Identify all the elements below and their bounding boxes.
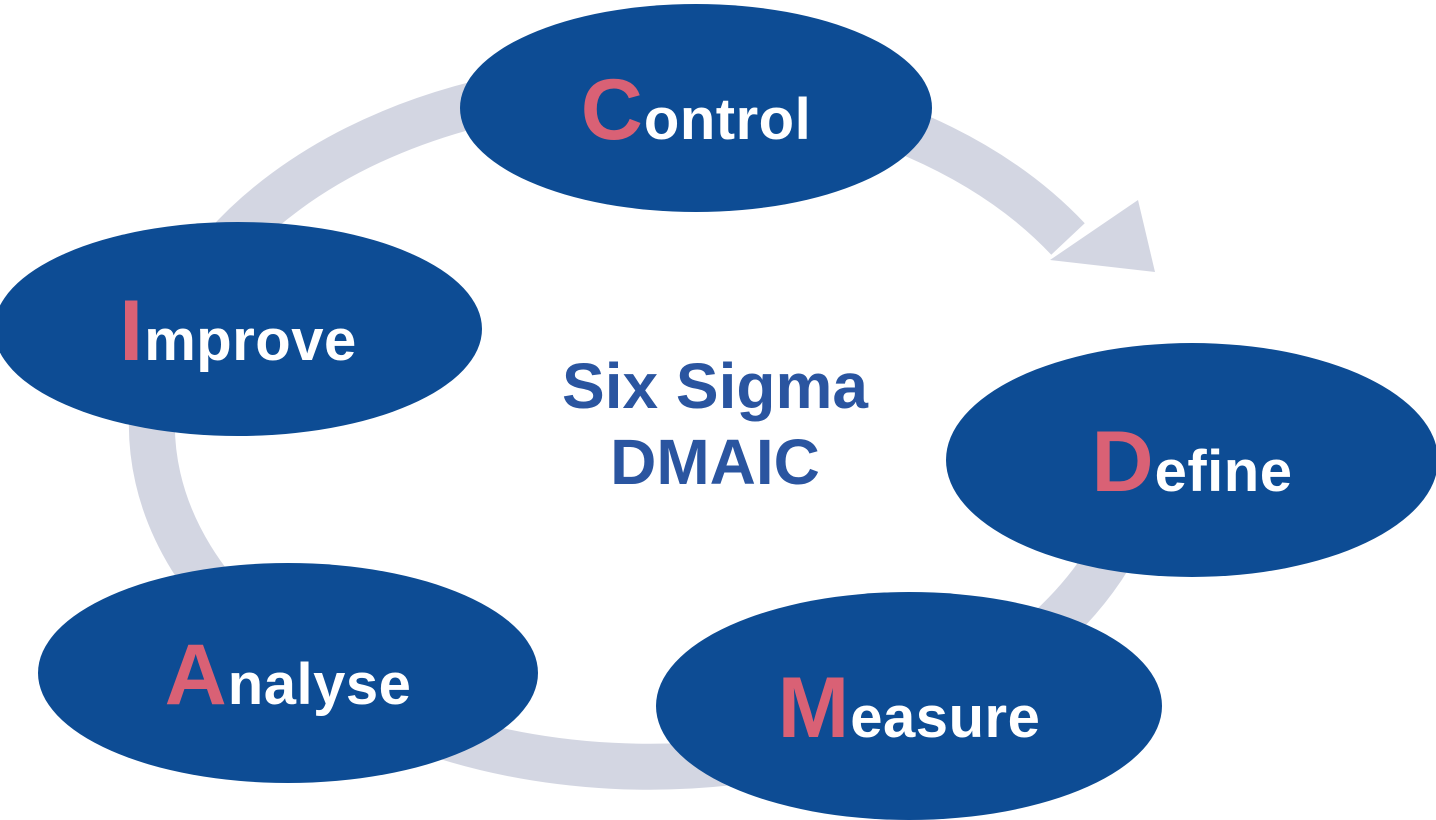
stage-initial-analyse: A xyxy=(164,627,228,723)
stage-ellipse-measure: Measure xyxy=(656,592,1162,820)
cycle-arrowhead-icon xyxy=(1050,200,1155,272)
stage-rest-control: ontrol xyxy=(643,87,812,152)
diagram-title: Six Sigma DMAIC xyxy=(470,348,960,500)
stage-label-improve: Improve xyxy=(119,288,356,374)
diagram-title-line2: DMAIC xyxy=(610,426,820,498)
stage-ellipse-define: Define xyxy=(946,343,1436,577)
diagram-title-line1: Six Sigma xyxy=(562,350,868,422)
stage-initial-measure: M xyxy=(777,660,851,756)
stage-label-measure: Measure xyxy=(778,665,1041,751)
stage-initial-define: D xyxy=(1091,414,1155,510)
stage-initial-control: C xyxy=(580,62,644,158)
stage-rest-measure: easure xyxy=(850,685,1041,750)
stage-label-control: Control xyxy=(581,67,811,153)
stage-rest-define: efine xyxy=(1154,439,1293,504)
stage-ellipse-analyse: Analyse xyxy=(38,563,538,783)
stage-rest-analyse: nalyse xyxy=(227,652,412,717)
stage-ellipse-improve: Improve xyxy=(0,222,482,436)
stage-initial-improve: I xyxy=(119,283,145,379)
stage-label-define: Define xyxy=(1092,419,1293,505)
stage-label-analyse: Analyse xyxy=(165,632,412,718)
stage-ellipse-control: Control xyxy=(460,4,932,212)
stage-rest-improve: mprove xyxy=(144,308,357,373)
